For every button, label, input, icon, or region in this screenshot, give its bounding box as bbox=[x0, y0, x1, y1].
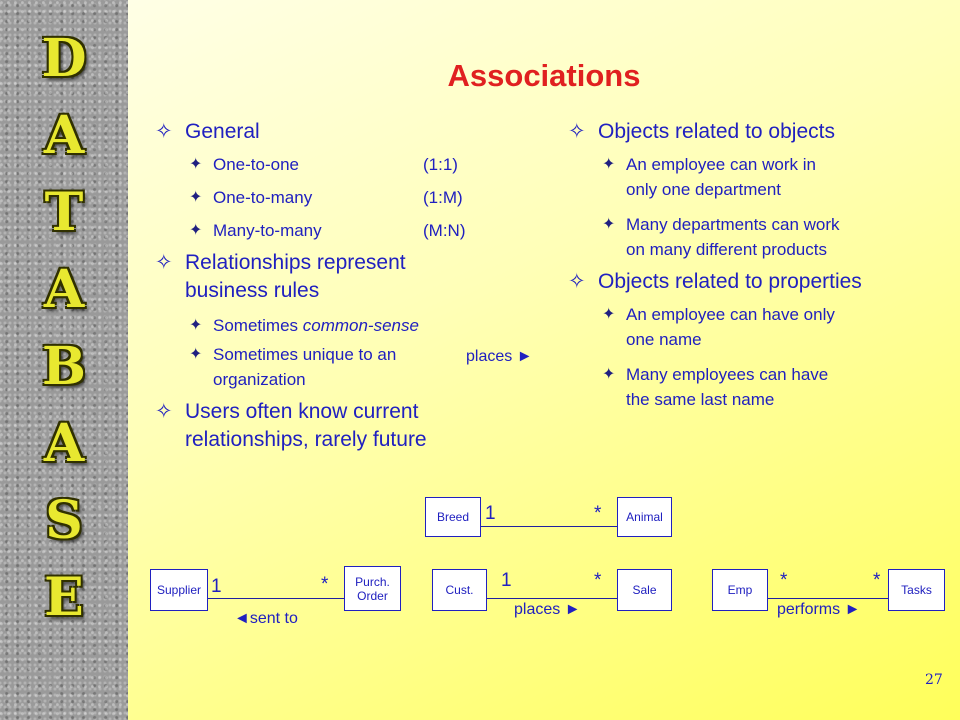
outline-star-icon: ✧ bbox=[155, 400, 173, 423]
logo-letter: S bbox=[45, 490, 83, 551]
logo-letter: A bbox=[43, 259, 85, 320]
entity-purchase-order: Purch. Order bbox=[344, 566, 401, 611]
relationship-line bbox=[208, 598, 344, 599]
left-column: ✧General ✦One-to-one(1:1) ✦One-to-many(1… bbox=[155, 118, 545, 454]
filled-star-icon: ✦ bbox=[189, 222, 203, 239]
relationship-line bbox=[481, 526, 617, 527]
bullet-general: ✧General bbox=[155, 118, 545, 146]
slide-background bbox=[128, 0, 960, 720]
bullet-objects-objects: ✧Objects related to objects bbox=[568, 118, 948, 146]
bullet-objects-properties: ✧Objects related to properties bbox=[568, 268, 948, 296]
logo-letter: E bbox=[44, 567, 84, 628]
logo-letter: T bbox=[44, 182, 84, 243]
logo-letter: A bbox=[43, 413, 85, 474]
entity-supplier: Supplier bbox=[150, 569, 208, 611]
outline-star-icon: ✧ bbox=[568, 120, 586, 143]
logo-letter: A bbox=[43, 105, 85, 166]
sub-bullet: ✦One-to-one(1:1) bbox=[155, 152, 545, 177]
multiplicity-many: * bbox=[594, 503, 602, 524]
multiplicity-many: * bbox=[873, 570, 881, 591]
logo-letter: B bbox=[42, 336, 86, 397]
multiplicity-one: 1 bbox=[211, 576, 222, 597]
entity-tasks: Tasks bbox=[888, 569, 945, 611]
floating-places-label: places ► bbox=[466, 348, 533, 365]
outline-star-icon: ✧ bbox=[568, 270, 586, 293]
filled-star-icon: ✦ bbox=[602, 156, 616, 173]
relationship-line bbox=[768, 598, 888, 599]
filled-star-icon: ✦ bbox=[189, 346, 203, 363]
entity-breed: Breed bbox=[425, 497, 481, 537]
multiplicity-many: * bbox=[780, 570, 788, 591]
multiplicity-many: * bbox=[594, 570, 602, 591]
entity-cust: Cust. bbox=[432, 569, 487, 611]
sidebar-texture bbox=[0, 0, 128, 720]
logo-letter: D bbox=[41, 28, 87, 89]
multiplicity-one: 1 bbox=[485, 503, 496, 524]
page-number: 27 bbox=[925, 672, 943, 688]
entity-animal: Animal bbox=[617, 497, 672, 537]
filled-star-icon: ✦ bbox=[602, 306, 616, 323]
filled-star-icon: ✦ bbox=[602, 366, 616, 383]
filled-star-icon: ✦ bbox=[189, 189, 203, 206]
sub-bullet: ✦One-to-many(1:M) bbox=[155, 185, 545, 210]
label-places: places ► bbox=[514, 601, 581, 618]
multiplicity-one: 1 bbox=[501, 570, 512, 591]
multiplicity-many: * bbox=[321, 574, 329, 595]
label-performs: performs ► bbox=[777, 601, 861, 618]
filled-star-icon: ✦ bbox=[189, 317, 203, 334]
entity-emp: Emp bbox=[712, 569, 768, 611]
sub-bullet: ✦Many-to-many(M:N) bbox=[155, 218, 545, 243]
filled-star-icon: ✦ bbox=[602, 216, 616, 233]
relationship-line bbox=[487, 598, 617, 599]
outline-star-icon: ✧ bbox=[155, 120, 173, 143]
slide-title: Associations bbox=[447, 58, 641, 93]
outline-star-icon: ✧ bbox=[155, 251, 173, 274]
right-column: ✧Objects related to objects ✦An employee… bbox=[568, 118, 948, 412]
label-sent-to: ◄sent to bbox=[234, 610, 298, 627]
filled-star-icon: ✦ bbox=[189, 156, 203, 173]
entity-sale: Sale bbox=[617, 569, 672, 611]
sub-bullet: ✦Sometimes common-sense bbox=[155, 313, 545, 338]
